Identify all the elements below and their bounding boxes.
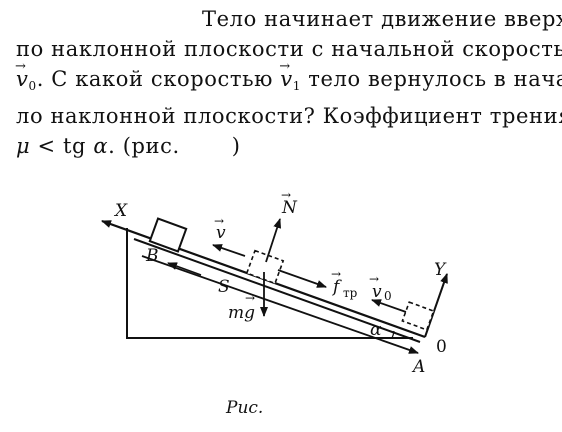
label-b: B bbox=[145, 246, 159, 266]
displacement-arrow bbox=[167, 262, 202, 276]
label-v: v bbox=[216, 223, 226, 243]
v0-vector-arrow: → bbox=[369, 272, 379, 286]
label-x: X bbox=[113, 201, 128, 221]
problem-line-5: μ < tg α. (рис.) bbox=[16, 134, 241, 158]
wedge-outline bbox=[126, 228, 413, 339]
label-v0-sub: 0 bbox=[384, 289, 392, 303]
friction-arrow bbox=[277, 269, 327, 288]
v0-symbol: v bbox=[16, 67, 28, 91]
v0-arrow bbox=[371, 299, 407, 313]
block-at-b bbox=[148, 217, 188, 253]
problem-line-3: v0. С какой скоростью v1 тело вернулось … bbox=[16, 64, 562, 101]
block-at-a bbox=[401, 301, 435, 331]
mg-vector-arrow: → bbox=[245, 291, 255, 305]
label-mg: mg bbox=[228, 303, 255, 323]
problem-line-1: Тело начинает движение вверх bbox=[202, 7, 562, 31]
v-vector-arrow: → bbox=[214, 214, 224, 228]
label-s: S bbox=[218, 277, 230, 297]
label-alpha: α bbox=[370, 320, 382, 340]
normal-force-arrow bbox=[265, 218, 282, 263]
problem-line-4: ло наклонной плоскости? Коэффициент трен… bbox=[16, 104, 562, 128]
figure-caption: Рис. bbox=[226, 398, 264, 418]
label-n: N bbox=[281, 198, 298, 218]
label-ftr: f bbox=[331, 277, 342, 297]
label-ftr-sub: тр bbox=[343, 286, 358, 300]
label-a: A bbox=[411, 357, 425, 377]
n-vector-arrow: → bbox=[281, 188, 291, 202]
problem-text: Тело начинает движение вверх по наклонно… bbox=[16, 4, 562, 161]
label-y: Y bbox=[434, 260, 447, 280]
label-v0: v bbox=[372, 282, 382, 302]
v1-symbol: v bbox=[280, 67, 292, 91]
incline-arrow-to-a bbox=[141, 255, 419, 354]
block-middle bbox=[245, 249, 285, 285]
label-origin: 0 bbox=[436, 337, 447, 357]
incline-surface bbox=[133, 238, 421, 343]
ftr-vector-arrow: → bbox=[331, 267, 341, 281]
velocity-arrow bbox=[212, 244, 246, 257]
angle-arc bbox=[391, 330, 395, 339]
